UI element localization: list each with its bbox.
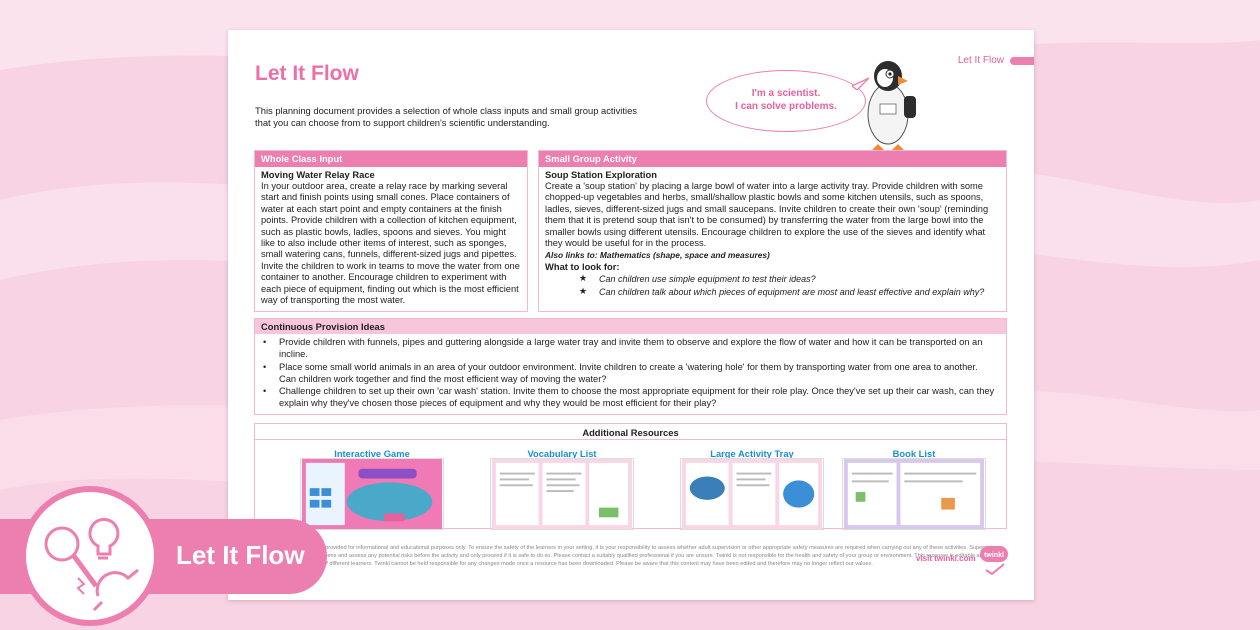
science-badge — [20, 486, 160, 626]
list-item-text: Place some small world animals in an are… — [279, 361, 978, 384]
what-to-look-for: What to look for: — [545, 261, 620, 273]
resource-interactive-game: Interactive Game — [297, 444, 447, 530]
bullet-icon: • — [263, 386, 267, 397]
list-item: • Challenge children to set up their own … — [263, 385, 996, 410]
resource-link-vocabulary-list[interactable]: Vocabulary List — [527, 448, 597, 459]
continuous-list: • Provide children with funnels, pipes an… — [255, 334, 1006, 410]
disclaimer: Disclaimer: This resource is provided fo… — [255, 545, 1005, 567]
resource-large-activity-tray: Large Activity Tray — [677, 444, 827, 530]
question-text: Can children use simple equipment to tes… — [599, 274, 816, 285]
continuous-heading: Continuous Provision Ideas — [255, 319, 1006, 334]
book-list-thumbnail[interactable] — [842, 458, 986, 530]
bullet-icon: • — [263, 337, 267, 347]
magnifying-glass-icon — [44, 526, 80, 562]
magnet-icon — [92, 568, 139, 612]
speech-bubble — [706, 70, 866, 132]
resource-link-book-list[interactable]: Book List — [892, 448, 936, 459]
puffin-scientist-icon — [867, 61, 916, 150]
question-item: ★ Can children use simple equipment to te… — [539, 272, 1006, 285]
resource-link-interactive-game[interactable]: Interactive Game — [334, 448, 410, 459]
whole-class-input-box: Whole Class Input Moving Water Relay Rac… — [254, 150, 528, 312]
resources-heading: Additional Resources — [255, 424, 1006, 440]
list-item: • Place some small world animals in an ar… — [263, 361, 996, 386]
twinkl-logo-icon: twinkl — [980, 546, 1008, 576]
list-item-text: Provide children with funnels, pipes and… — [279, 337, 983, 360]
resource-book-list: Book List — [839, 444, 989, 530]
question-item: ★ Can children talk about which pieces of… — [539, 285, 1006, 298]
star-icon: ★ — [579, 286, 588, 297]
question-text: Can children talk about which pieces of … — [599, 287, 985, 298]
resource-link-large-activity-tray[interactable]: Large Activity Tray — [710, 448, 794, 459]
corner-tab: Let It Flow — [958, 55, 1034, 66]
list-item: • Provide children with funnels, pipes an… — [263, 336, 996, 361]
large-activity-tray-thumbnail[interactable] — [680, 458, 824, 530]
banner-title: Let It Flow — [176, 540, 305, 570]
continuous-provision-box: Continuous Provision Ideas • Provide chil… — [254, 318, 1007, 415]
interactive-game-thumbnail[interactable] — [300, 458, 444, 530]
whole-class-body: In your outdoor area, create a relay rac… — [261, 181, 520, 306]
visit-twinkl-link[interactable]: visit twinkl.com — [916, 554, 976, 563]
corner-pill — [1010, 56, 1034, 65]
lightbulb-icon — [88, 517, 120, 556]
also-links: Also links to: Mathematics (shape, space… — [545, 250, 770, 261]
planning-document: Let It Flow Let It Flow This planning do… — [228, 30, 1034, 600]
small-group-body: Create a 'soup station' by placing a lar… — [545, 181, 989, 249]
additional-resources-box: Additional Resources Interactive Game Vo… — [254, 423, 1007, 530]
corner-label: Let It Flow — [957, 55, 1004, 66]
small-group-heading: Small Group Activity — [539, 151, 1006, 167]
whole-class-heading: Whole Class Input — [255, 151, 527, 167]
star-icon: ★ — [579, 273, 588, 284]
speech-bubble-tail — [852, 77, 870, 90]
intro-text: This planning document provides a select… — [255, 105, 637, 128]
list-item-text: Challenge children to set up their own '… — [279, 386, 995, 409]
small-group-subheading: Soup Station Exploration — [545, 169, 657, 180]
speech-line-1: I'm a scientist. — [751, 88, 821, 99]
small-group-activity-box: Small Group Activity Soup Station Explor… — [538, 150, 1007, 312]
svg-text:twinkl: twinkl — [984, 552, 1004, 559]
resource-vocabulary-list: Vocabulary List — [487, 444, 637, 530]
page-title: Let It Flow — [255, 62, 359, 85]
speech-bubble-text: I'm a scientist. I can solve problems. — [706, 88, 866, 113]
speech-line-2: I can solve problems. — [735, 100, 837, 112]
bullet-icon: • — [263, 361, 267, 372]
vocabulary-list-thumbnail[interactable] — [490, 458, 634, 530]
science-icons — [44, 517, 139, 612]
whole-class-subheading: Moving Water Relay Race — [261, 169, 375, 180]
